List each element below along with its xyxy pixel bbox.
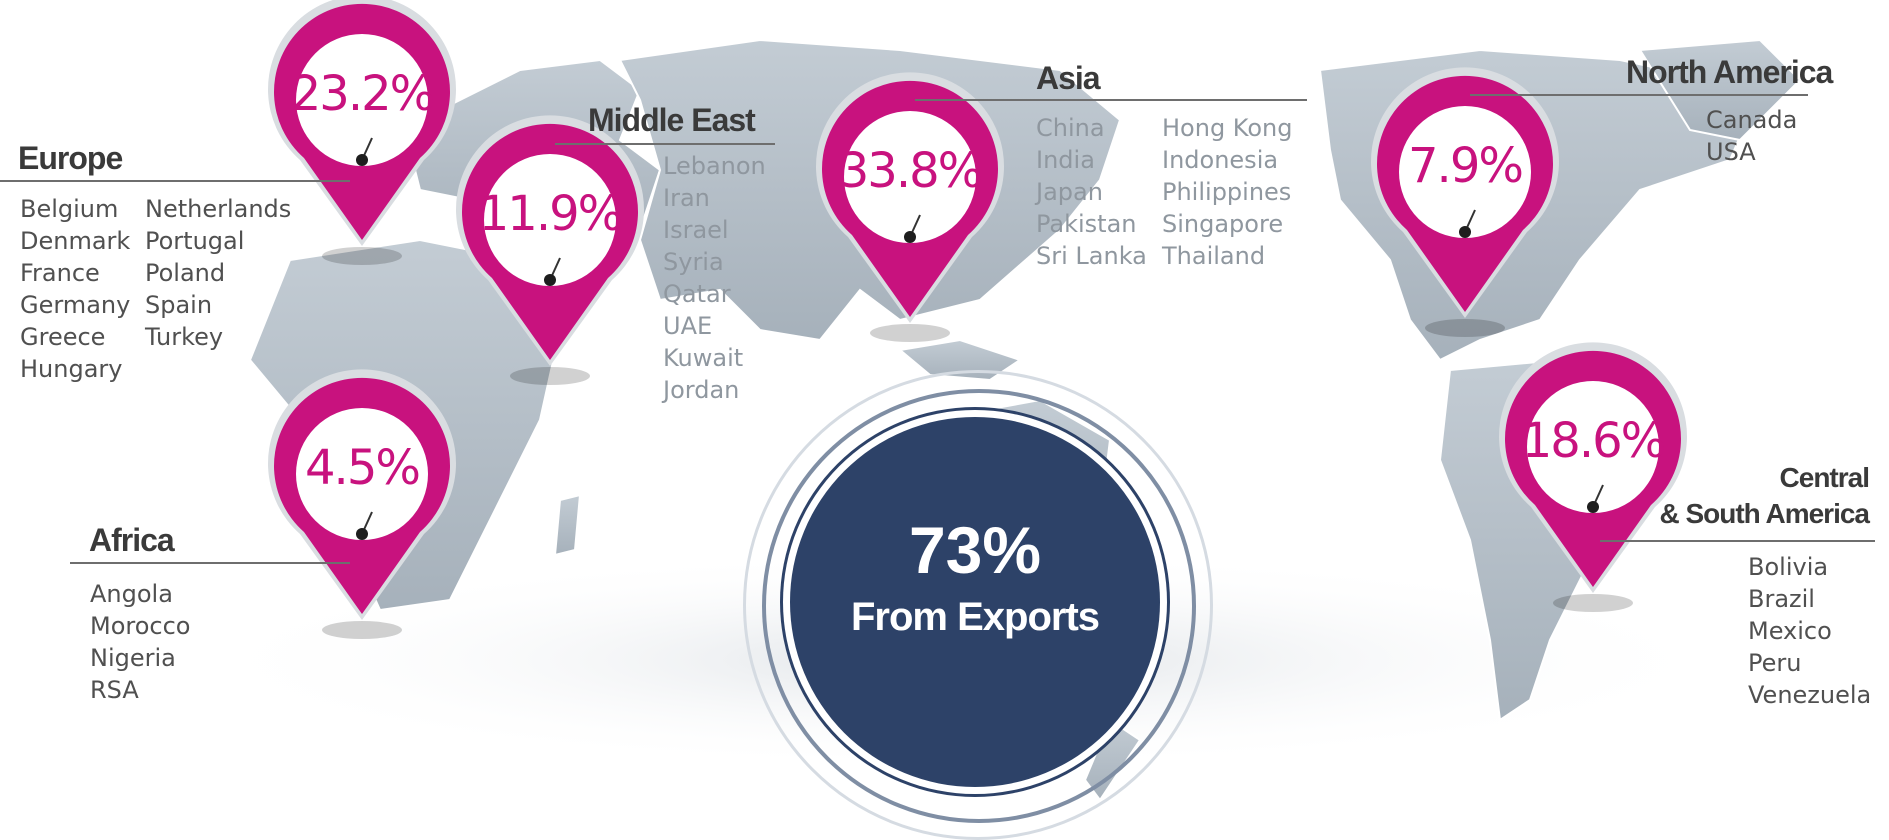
madagascar-landmass bbox=[553, 493, 582, 557]
country: Brazil bbox=[1748, 585, 1815, 613]
country: Morocco bbox=[90, 612, 191, 640]
country: Netherlands bbox=[145, 195, 292, 223]
country: RSA bbox=[90, 676, 139, 704]
country: Pakistan bbox=[1036, 210, 1137, 238]
south-america-title-line1: Central bbox=[1779, 462, 1870, 493]
africa-percent: 4.5% bbox=[305, 440, 421, 496]
middle-ring bbox=[762, 389, 1196, 823]
country: Denmark bbox=[20, 227, 131, 255]
middle-east-pin: 11.9% bbox=[450, 115, 650, 388]
europe-title: Europe bbox=[18, 140, 123, 176]
country: USA bbox=[1706, 138, 1756, 166]
north-america-leader-line bbox=[1470, 94, 1808, 96]
country: UAE bbox=[663, 312, 713, 340]
country: Belgium bbox=[20, 195, 119, 223]
country: Hungary bbox=[20, 355, 123, 383]
country: Kuwait bbox=[663, 344, 744, 372]
country: India bbox=[1036, 146, 1095, 174]
country: Portugal bbox=[145, 227, 245, 255]
map-pin-icon bbox=[268, 369, 456, 639]
greenland-landmass bbox=[1638, 38, 1802, 142]
country: Indonesia bbox=[1162, 146, 1279, 174]
country: Germany bbox=[20, 291, 131, 319]
asia-countries-col2: Hong Kong Indonesia Philippines Singapor… bbox=[1162, 112, 1292, 272]
africa-countries: Angola Morocco Nigeria RSA bbox=[90, 578, 191, 706]
north-america-pin: 7.9% bbox=[1365, 67, 1565, 340]
map-pin-icon bbox=[1499, 342, 1687, 612]
africa-title: Africa bbox=[89, 522, 175, 558]
country: Jordan bbox=[663, 376, 740, 404]
country: Lebanon bbox=[663, 152, 766, 180]
country: Japan bbox=[1036, 178, 1103, 206]
country: Angola bbox=[90, 580, 173, 608]
north-america-percent: 7.9% bbox=[1408, 138, 1524, 194]
north-america-title: North America bbox=[1626, 54, 1833, 90]
map-pin-icon bbox=[268, 0, 456, 265]
country: Poland bbox=[145, 259, 226, 287]
south-america-leader-line bbox=[1600, 540, 1875, 542]
country: Peru bbox=[1748, 649, 1802, 677]
europe-countries-col1: Belgium Denmark France Germany Greece Hu… bbox=[20, 193, 130, 385]
south-america-title-line2: & South America bbox=[1659, 498, 1870, 529]
country: Bolivia bbox=[1748, 553, 1829, 581]
asia-leader-line bbox=[915, 99, 1307, 101]
europe-percent: 23.2% bbox=[290, 66, 435, 122]
country: Israel bbox=[663, 216, 729, 244]
europe-pin: 23.2% bbox=[262, 0, 462, 268]
country: Syria bbox=[663, 248, 724, 276]
asia-countries-col1: China India Japan Pakistan Sri Lanka bbox=[1036, 112, 1147, 272]
africa-pin: 4.5% bbox=[262, 369, 462, 642]
country: Hong Kong bbox=[1162, 114, 1293, 142]
middle-east-percent: 11.9% bbox=[478, 186, 623, 242]
africa-leader-line bbox=[70, 562, 350, 564]
middle-east-leader-line bbox=[555, 143, 775, 145]
country: Singapore bbox=[1162, 210, 1284, 238]
middle-east-countries: Lebanon Iran Israel Syria Qatar UAE Kuwa… bbox=[663, 150, 766, 406]
map-pin-icon bbox=[456, 115, 644, 385]
country: Philippines bbox=[1162, 178, 1292, 206]
country: Turkey bbox=[145, 323, 224, 351]
country: China bbox=[1036, 114, 1105, 142]
south-america-percent: 18.6% bbox=[1521, 413, 1666, 469]
europe-leader-line bbox=[0, 180, 350, 182]
map-pin-icon bbox=[816, 72, 1004, 342]
country: France bbox=[20, 259, 100, 287]
country: Mexico bbox=[1748, 617, 1832, 645]
exports-percent: 73% bbox=[908, 513, 1042, 587]
south-america-pin: 18.6% bbox=[1493, 342, 1693, 615]
country: Canada bbox=[1706, 106, 1798, 134]
asia-pin: 33.8% bbox=[810, 72, 1010, 345]
country: Iran bbox=[663, 184, 710, 212]
middle-east-title: Middle East bbox=[588, 102, 756, 138]
north-america-countries: Canada USA bbox=[1706, 104, 1797, 168]
asia-percent: 33.8% bbox=[838, 143, 983, 199]
country: Nigeria bbox=[90, 644, 176, 672]
country: Venezuela bbox=[1748, 681, 1872, 709]
exports-label: From Exports bbox=[850, 595, 1100, 639]
country: Thailand bbox=[1162, 242, 1266, 270]
country: Qatar bbox=[663, 280, 731, 308]
europe-countries-col2: Netherlands Portugal Poland Spain Turkey bbox=[145, 193, 291, 353]
south-america-countries: Bolivia Brazil Mexico Peru Venezuela bbox=[1748, 551, 1871, 711]
map-pin-icon bbox=[1371, 67, 1559, 337]
country: Greece bbox=[20, 323, 106, 351]
country: Spain bbox=[145, 291, 213, 319]
asia-title: Asia bbox=[1036, 60, 1101, 96]
exports-summary-circle: 73% From Exports bbox=[790, 417, 1160, 787]
country: Sri Lanka bbox=[1036, 242, 1147, 270]
